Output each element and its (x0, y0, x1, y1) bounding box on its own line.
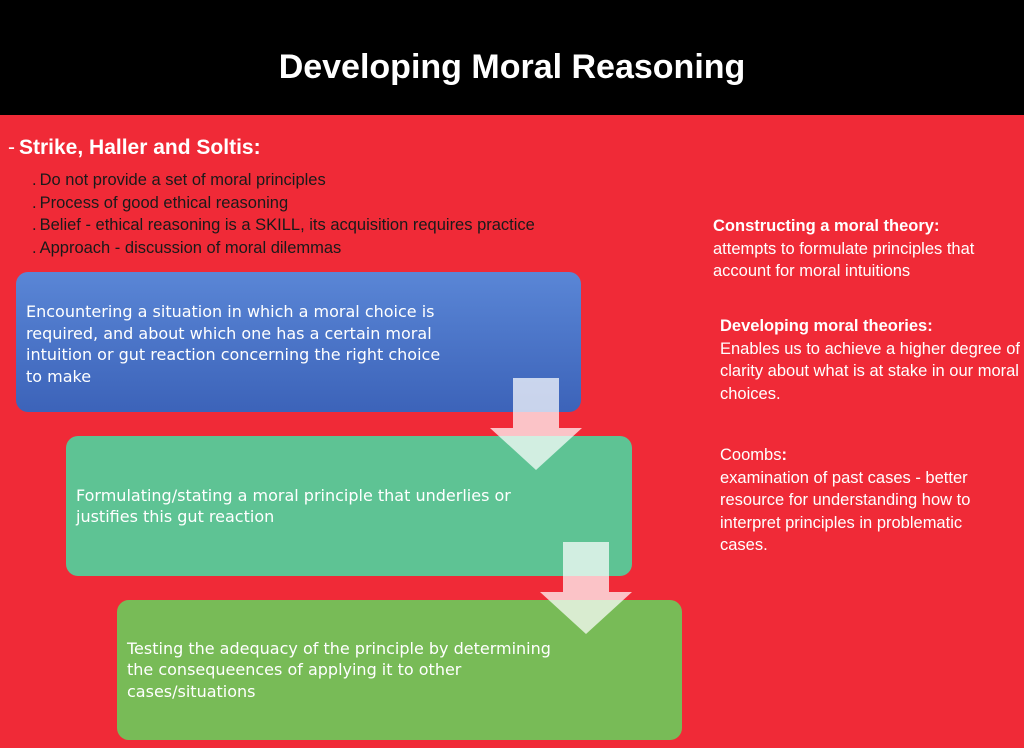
down-arrow-icon (540, 542, 632, 634)
side-note-title-suffix: : (781, 446, 787, 464)
side-note-developing: Developing moral theories: Enables us to… (720, 315, 1020, 405)
side-note-title: Developing moral theories: (720, 317, 933, 335)
bullet-item: .Belief - ethical reasoning is a SKILL, … (32, 216, 535, 234)
bullet-text: Process of good ethical reasoning (39, 193, 289, 212)
section-heading: -Strike, Haller and Soltis: (8, 136, 261, 160)
step-text: Testing the adequacy of the principle by… (127, 638, 551, 701)
bullet-item: .Process of good ethical reasoning (32, 193, 289, 212)
slide-title: Developing Moral Reasoning (278, 48, 746, 86)
bullet-item: .Do not provide a set of moral principle… (32, 171, 326, 189)
side-note-constructing: Constructing a moral theory: attempts to… (713, 215, 1013, 283)
side-note-title: Constructing a moral theory: (713, 217, 940, 235)
step-box-encounter: Encountering a situation in which a mora… (16, 272, 581, 412)
bullet-text: Belief - ethical reasoning is a SKILL, i… (39, 216, 535, 234)
side-note-title: Coombs (720, 446, 782, 464)
heading-dash: - (8, 136, 15, 159)
step-text: Formulating/stating a moral principle th… (76, 485, 511, 527)
side-note-body: attempts to formulate principles that ac… (713, 239, 975, 281)
title-bar: Developing Moral Reasoning (0, 0, 1024, 115)
down-arrow-icon (490, 378, 582, 470)
bullet-text: Approach - discussion of moral dilemmas (39, 238, 342, 257)
side-note-title-line: Coombs: (720, 444, 1010, 467)
side-note-body: examination of past cases - better resou… (720, 468, 971, 555)
bullet-item: .Approach - discussion of moral dilemmas (32, 238, 342, 257)
heading-text: Strike, Haller and Soltis: (19, 136, 261, 159)
bullet-text: Do not provide a set of moral principles (39, 171, 326, 189)
side-note-body: Enables us to achieve a higher degree of… (720, 339, 1020, 403)
side-note-coombs: Coombs: examination of past cases - bett… (720, 444, 1010, 557)
bullet-list: .Do not provide a set of moral principle… (32, 169, 535, 259)
step-text: Encountering a situation in which a mora… (26, 302, 441, 386)
